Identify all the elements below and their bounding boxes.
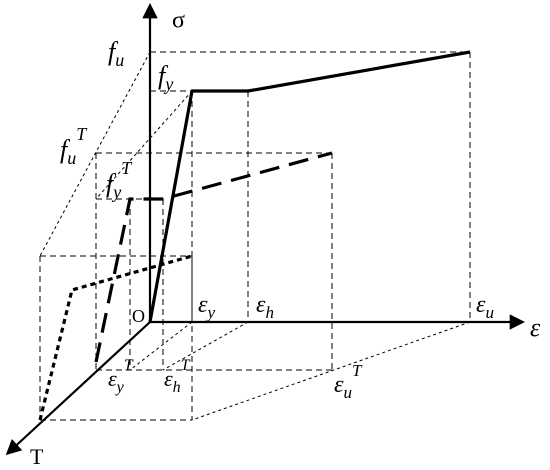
eyT-label: εyT <box>108 357 134 396</box>
origin-label: O <box>132 306 145 326</box>
fu-label: fu <box>108 37 124 70</box>
eu-label: εu <box>476 292 494 322</box>
euT-label: εuT <box>334 361 363 402</box>
eh-label: εh <box>256 292 274 322</box>
sigma-axis-label: σ <box>172 8 185 34</box>
curves <box>38 50 471 421</box>
fy-receding-guide <box>95 90 193 200</box>
axes <box>5 2 526 456</box>
eu-receding-guide <box>191 321 471 421</box>
fy-label: fy <box>158 61 173 94</box>
fuT-label: fuT <box>60 124 88 168</box>
fyT-label: fyT <box>106 158 133 202</box>
fu-receding-guide <box>39 51 151 257</box>
ey-label: εy <box>198 292 215 322</box>
high-temperature-curve <box>38 254 193 421</box>
temperature-axis <box>5 321 151 456</box>
epsilon-axis-label: ε <box>530 313 541 342</box>
eh-receding-guide <box>162 321 249 371</box>
ehT-label: εhT <box>164 357 191 396</box>
guide-lines <box>39 51 471 421</box>
temperature-axis-label: T <box>30 444 44 469</box>
elevated-temperature-curve <box>94 151 333 363</box>
room-temperature-curve <box>148 50 471 323</box>
ey-receding-guide <box>129 321 193 371</box>
